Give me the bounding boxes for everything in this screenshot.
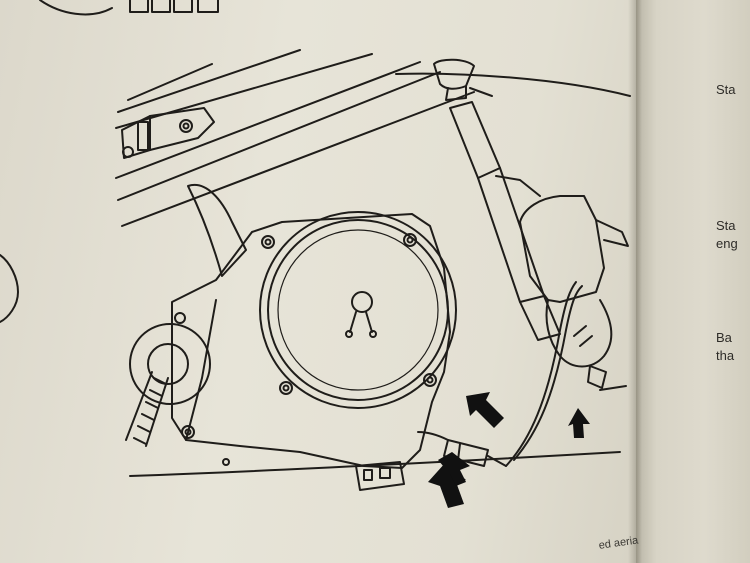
left-edge-fragment bbox=[0, 254, 19, 323]
sill-line bbox=[599, 385, 627, 391]
aerial-motor-box bbox=[519, 195, 629, 389]
speaker-wing-bracket bbox=[187, 183, 247, 277]
speaker-cone bbox=[259, 211, 457, 409]
aerial-cable bbox=[505, 281, 577, 467]
right-page-line-4: Ba bbox=[716, 330, 732, 345]
right-page-line-3: eng bbox=[716, 236, 738, 251]
pointer-arrow-1 bbox=[466, 392, 504, 428]
right-page-line-1: Sta bbox=[716, 82, 736, 97]
right-page-line-2: Sta bbox=[716, 218, 736, 233]
right-page-line-5: tha bbox=[716, 348, 735, 363]
speaker-connector bbox=[355, 461, 405, 491]
top-left-fragment bbox=[39, 0, 219, 16]
pointer-arrow-3 bbox=[438, 452, 470, 486]
speaker-housing bbox=[171, 213, 451, 469]
aerial-cable-inner bbox=[513, 285, 583, 461]
dashboard-lines bbox=[115, 49, 475, 227]
wiring-plug bbox=[417, 431, 507, 467]
cable-grommet bbox=[125, 323, 211, 447]
body-curve bbox=[395, 72, 631, 97]
book-gutter bbox=[628, 0, 642, 563]
pointer-arrows bbox=[428, 392, 590, 508]
right-page bbox=[636, 0, 750, 563]
pointer-arrow-4 bbox=[568, 408, 590, 438]
floor-line bbox=[129, 451, 621, 477]
mounting-bracket bbox=[121, 107, 215, 159]
